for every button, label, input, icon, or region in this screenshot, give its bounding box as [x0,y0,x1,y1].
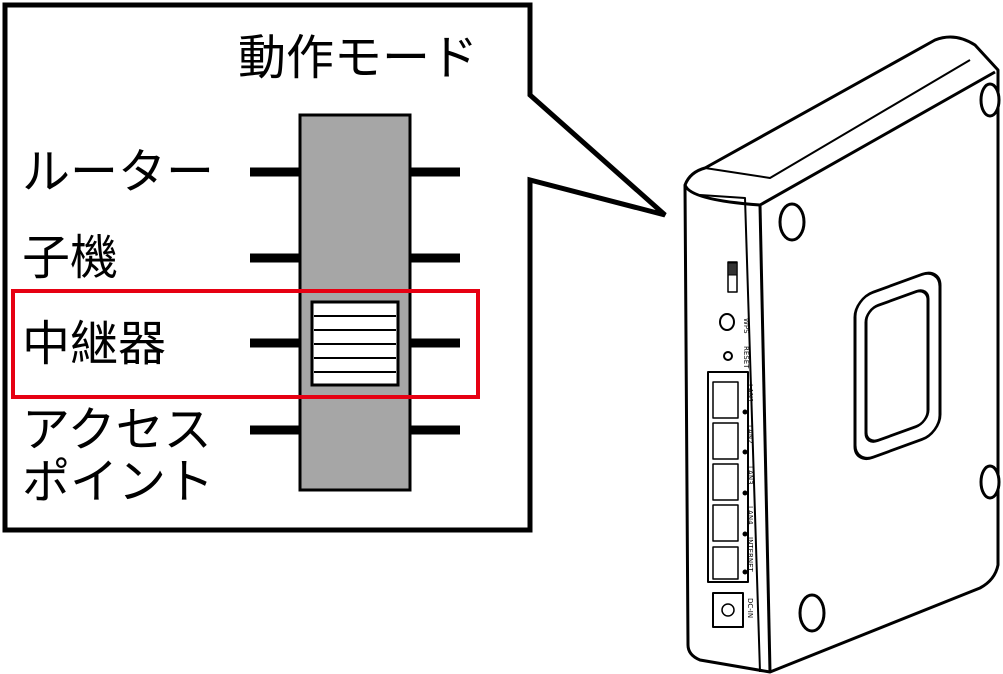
selected-highlight [11,289,480,399]
mode-label-client: 子機 [22,230,119,286]
wps-label: WPS [742,318,750,334]
port-label-lan4: LAN4 [746,506,754,525]
callout-title: 動作モード [238,30,479,86]
mode-label-access-point-1: アクセス [22,402,212,458]
port-label-lan2: LAN2 [746,425,754,444]
reset-label: RESET [742,346,750,369]
router-labels: WPS RESET LAN1 LAN2 LAN3 LAN4 INTERNET D… [742,318,754,618]
mode-label-router: ルーター [22,144,215,200]
switch-knob [310,300,400,387]
switch-ticks [250,167,460,435]
port-label-internet: INTERNET [746,537,754,573]
mode-label-access-point-2: ポイント [22,454,215,510]
mode-label-repeater: 中継器 [22,316,167,372]
port-label-lan1: LAN1 [746,384,754,403]
port-label-lan3: LAN3 [746,466,754,485]
router-illustration [683,35,1001,674]
power-label: DC-IN [746,598,754,618]
